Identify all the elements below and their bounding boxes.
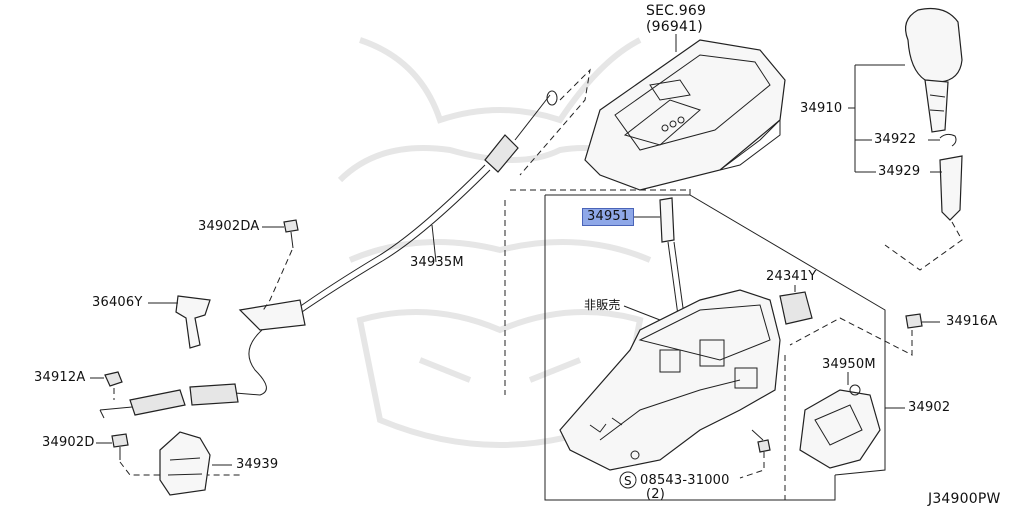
label-34939: 34939 (236, 457, 279, 472)
label-34902: 34902 (908, 400, 951, 415)
label-34951[interactable]: 34951 (582, 208, 635, 226)
knob-cover (939, 155, 963, 221)
label-34950M: 34950M (822, 357, 876, 372)
label-34910: 34910 (800, 101, 843, 116)
knob-clip (939, 133, 957, 147)
label-34902D: 34902D (42, 435, 95, 450)
label-screw-qty: (2) (646, 487, 666, 502)
diagram-code: J34900PW (928, 491, 1001, 507)
console-finisher (584, 39, 786, 191)
sub-assembly-34950M (799, 384, 881, 469)
label-36406Y: 36406Y (92, 295, 143, 310)
nut-34916A (905, 313, 923, 329)
label-08543-31000: 08543-31000 (640, 473, 730, 488)
label-sec-96941: (96941) (646, 19, 703, 35)
shift-knob (905, 7, 963, 133)
label-34902DA: 34902DA (198, 219, 260, 234)
bracket-36406Y (175, 295, 211, 349)
screw-08543-31000 (751, 429, 771, 453)
control-device-assembly (559, 289, 781, 471)
label-34929: 34929 (878, 164, 921, 179)
label-34935M: 34935M (410, 255, 464, 270)
bolt-34902D (111, 433, 129, 460)
label-24341Y: 24341Y (766, 269, 817, 284)
connector-24341Y (779, 291, 813, 325)
label-34912A: 34912A (34, 370, 86, 385)
label-screw-symbol: S (624, 474, 632, 488)
control-cable (99, 90, 558, 419)
bracket-34939 (159, 431, 211, 496)
label-sec-969: SEC.969 (646, 3, 707, 19)
nut-34912A (104, 371, 123, 387)
label-34916A: 34916A (946, 314, 998, 329)
watermark-samurai-logo (337, 37, 663, 448)
bolt-34902DA (283, 219, 299, 249)
label-34922: 34922 (874, 132, 917, 147)
label-not-for-sale: 非販売 (584, 298, 621, 312)
